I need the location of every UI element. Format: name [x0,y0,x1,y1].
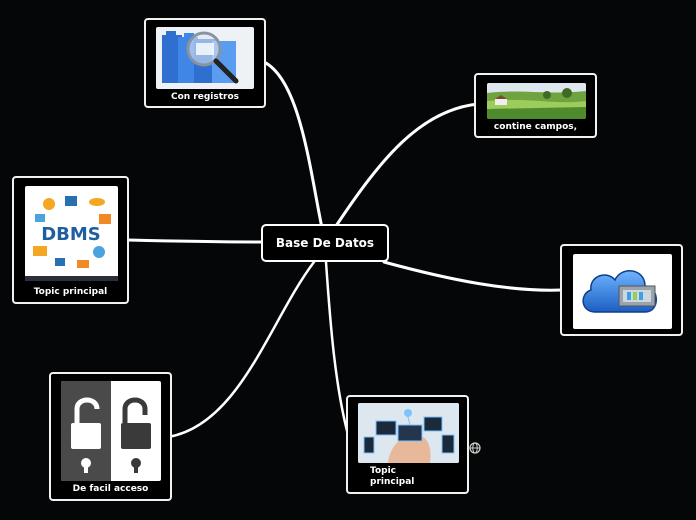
dbms-image-text: DBMS [41,224,101,245]
node-con-registros-label: Con registros [170,92,240,102]
node-contine-campos-label: contine campos, [493,122,578,132]
magnifier-folders-art [162,31,239,84]
node-dbms[interactable]: DBMS Topic principal [12,176,129,304]
connector-dbms [126,238,264,244]
padlocks-art [61,381,151,481]
node-devices-label: Topic principal [370,466,415,487]
node-contine-campos[interactable]: contine campos, [474,73,597,138]
central-topic-label: Base De Datos [275,236,375,250]
connector-campos [334,102,480,228]
padlocks-image [61,381,161,481]
node-devices[interactable]: Topic principal [346,395,469,494]
connector-acceso [166,260,316,439]
globe-icon[interactable] [469,439,481,454]
connector-cloud [382,260,564,292]
node-de-facil-acceso-label: De facil acceso [72,484,149,494]
cloud-database-art [582,270,657,313]
countryside-fields-art [487,83,586,119]
dbms-infographic-art: DBMS [25,196,118,281]
connector-registros [262,60,324,230]
connector-devices [324,260,352,444]
node-con-registros[interactable]: Con registros [144,18,266,108]
central-topic[interactable]: Base De Datos [261,224,389,262]
countryside-fields-image [487,83,586,119]
connected-devices-art [358,403,459,463]
node-dbms-label: Topic principal [33,287,108,297]
node-de-facil-acceso[interactable]: De facil acceso [49,372,172,501]
dbms-infographic-image: DBMS [25,186,118,281]
magnifier-folders-image [156,27,254,89]
cloud-database-image [573,254,672,329]
node-cloud-database[interactable] [560,244,683,336]
connected-devices-image [358,403,459,463]
